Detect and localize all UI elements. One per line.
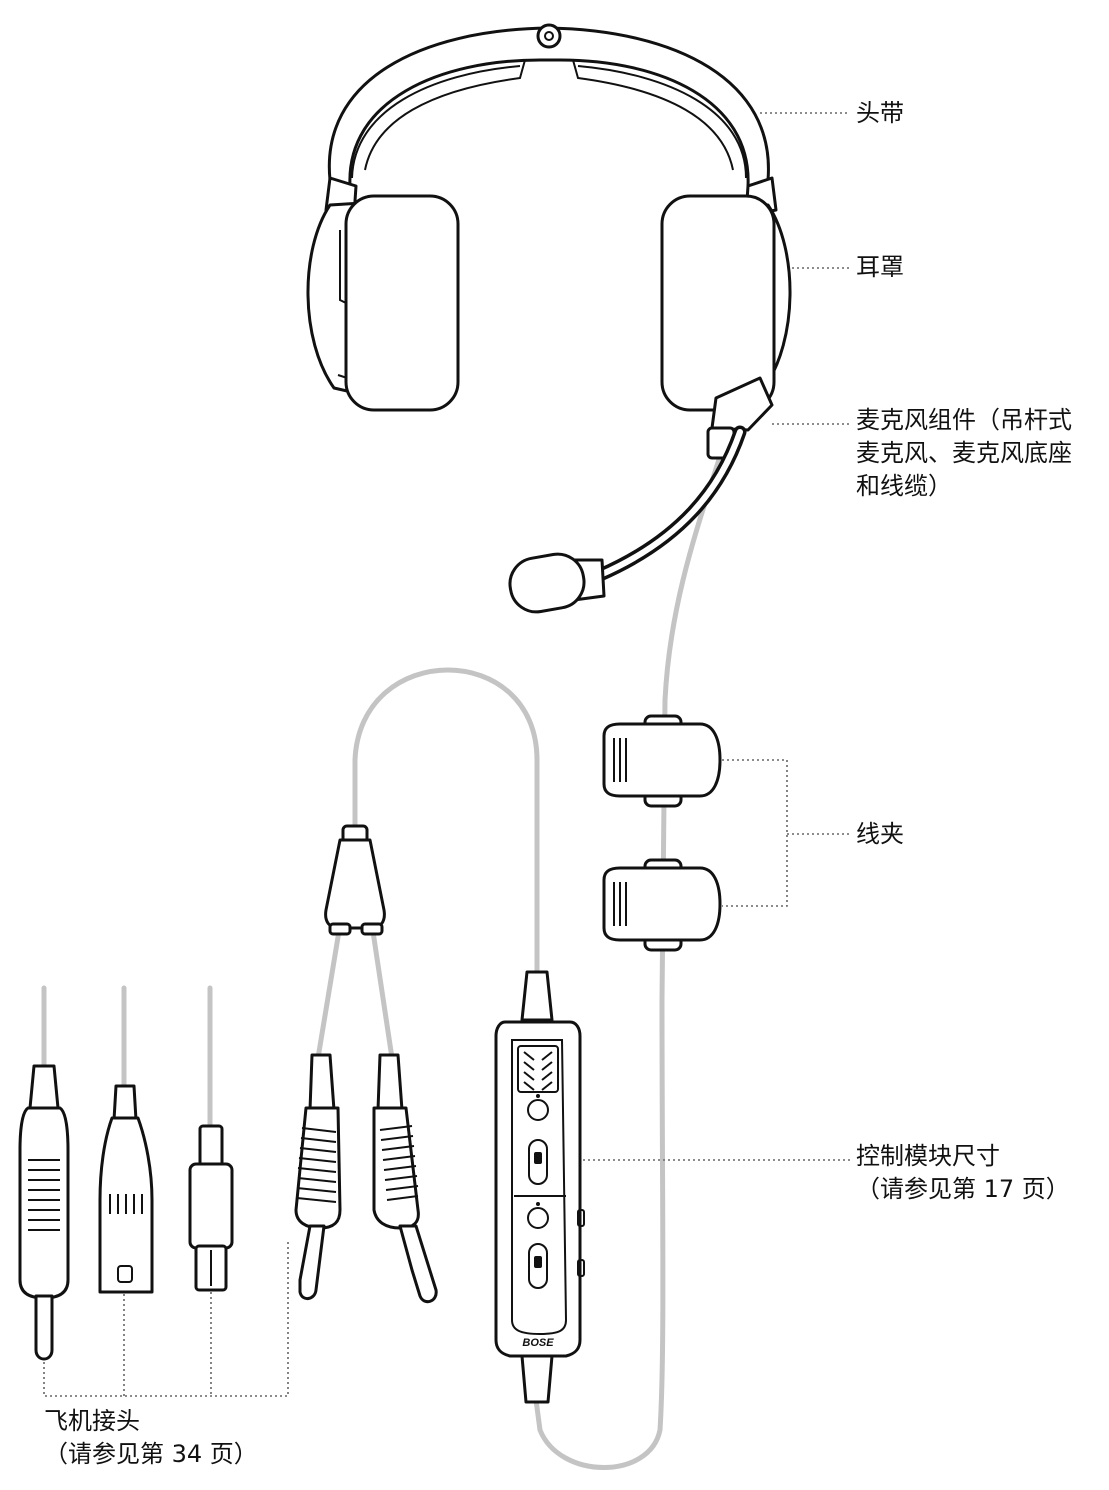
y-splitter (324, 824, 386, 936)
dual-plug-left (294, 1053, 342, 1300)
label-mic-assembly-line-3: 和线缆） (856, 472, 952, 500)
label-headband: 头带 (856, 99, 904, 127)
leader-cable-clip (722, 759, 850, 907)
cable-clip-lower (602, 858, 722, 952)
label-ear-cushion: 耳罩 (856, 253, 904, 281)
leader-lines (43, 112, 850, 1397)
label-mic-assembly-line-1: 麦克风组件（吊杆式 (856, 406, 1072, 434)
label-cable-clip: 线夹 (856, 820, 904, 848)
headband-inner-line (351, 65, 747, 179)
leader-aircraft-plugs (43, 1242, 289, 1397)
label-aircraft-plugs: 飞机接头 （请参见第 34 页） (44, 1405, 258, 1471)
cable-clips (602, 714, 722, 952)
left-ear-cushion (344, 194, 460, 412)
mic-head (508, 552, 586, 614)
microphone-assembly (508, 376, 774, 614)
splitter-cable (352, 667, 540, 978)
mic-boom-core (597, 429, 743, 578)
aircraft-plug-3 (188, 1124, 234, 1292)
label-mic-assembly-line-2: 麦克风、麦克风底座 (856, 439, 1072, 467)
label-aircraft-plugs-line-1: 飞机接头 (44, 1407, 140, 1435)
splitter-branch-right (369, 922, 395, 1061)
label-aircraft-plugs-line-2: （请参见第 34 页） (44, 1440, 258, 1468)
headband-pad-right (572, 59, 734, 171)
bose-logo: BOSE (522, 1337, 554, 1349)
headband-hinge-pin (544, 31, 554, 41)
headband-hinge (536, 23, 562, 49)
headband (327, 26, 770, 188)
headband-pad-left (364, 59, 526, 171)
label-control-module: 控制模块尺寸 （请参见第 17 页） (856, 1140, 1070, 1206)
cable-clip-upper (602, 714, 722, 808)
label-mic-assembly: 麦克风组件（吊杆式 麦克风、麦克风底座 和线缆） (856, 404, 1072, 503)
aircraft-plug-1 (18, 1064, 70, 1361)
control-module: BOSE (494, 970, 585, 1404)
main-cable (533, 447, 725, 1470)
label-control-module-line-2: （请参见第 17 页） (856, 1175, 1070, 1203)
cables (41, 447, 725, 1470)
dual-plug-right (372, 1053, 438, 1304)
headset (306, 23, 792, 412)
mic-base (710, 376, 774, 432)
splitter-branch-left (315, 922, 343, 1061)
aircraft-plug-2 (98, 1084, 154, 1294)
label-control-module-line-1: 控制模块尺寸 (856, 1142, 1000, 1170)
